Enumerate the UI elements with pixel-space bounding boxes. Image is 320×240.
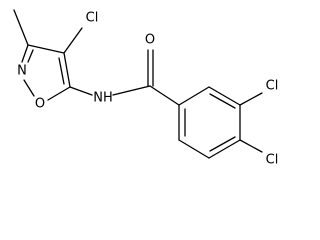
chemical-structure: Cl N O NH O Cl Cl [13,9,279,168]
atom-amide-nh: NH [93,91,113,106]
atom-cl-isoxazole: Cl [86,11,99,26]
atom-cl-para: Cl [266,153,279,168]
bond-c4-c5-inner [58,57,65,85]
bond-carbonyl-ring [149,85,180,106]
bond-ring-2-inner [209,93,236,109]
bond-c3-n-inner [27,49,34,63]
bond-ring-4-inner [209,136,236,152]
bond-nh-carbonyl [112,85,151,96]
bond-ring-2 [208,86,241,106]
atom-n-ring: N [17,64,27,79]
atom-o-ring: O [35,97,45,112]
bond-c4-c5 [63,52,71,88]
bond-c3-c4 [27,44,65,54]
bond-ring-4 [208,139,241,159]
atom-carbonyl-o: O [145,33,155,48]
bond-ring-cl-meta [239,92,263,106]
molecule-drawing: Cl N O NH O Cl Cl [13,9,279,168]
bond-o-c5 [47,86,71,101]
bond-c4-cl [63,27,83,54]
bond-c5-nh [69,86,93,96]
bond-n-o [23,79,35,97]
bond-ring-1 [178,86,210,106]
bond-methyl [13,9,29,46]
atom-cl-meta: Cl [266,79,279,94]
bond-ring-cl-para [239,139,263,153]
bond-c3-n-double [21,44,29,63]
bond-ring-5 [178,139,210,159]
